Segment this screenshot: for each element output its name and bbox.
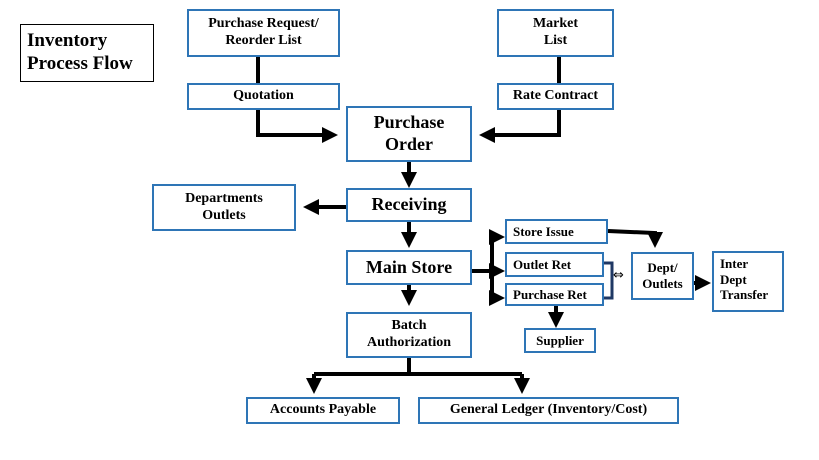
node-dept-outlets: Dept/ Outlets: [631, 252, 694, 300]
connector-storeissue-to-dept: [607, 229, 663, 248]
node-quotation: Quotation: [187, 83, 340, 110]
node-store-issue: Store Issue: [505, 219, 608, 244]
node-purchase-ret: Purchase Ret: [505, 283, 604, 306]
connector-rate-to-order: [479, 110, 561, 143]
node-outlet-ret: Outlet Ret: [505, 252, 604, 277]
node-market-list: Market List: [497, 9, 614, 57]
node-purchase-request: Purchase Request/ Reorder List: [187, 9, 340, 57]
node-main-store: Main Store: [346, 250, 472, 285]
node-rate-contract: Rate Contract: [497, 83, 614, 110]
node-general-ledger: General Ledger (Inventory/Cost): [418, 397, 679, 424]
node-accounts-payable: Accounts Payable: [246, 397, 400, 424]
node-supplier: Supplier: [524, 328, 596, 353]
connector-quotation-to-order: [256, 110, 338, 143]
node-inter-dept-transfer: Inter Dept Transfer: [712, 251, 784, 312]
node-departments-outlets: Departments Outlets: [152, 184, 296, 231]
node-purchase-order: Purchase Order: [346, 106, 472, 162]
node-batch-authorization: Batch Authorization: [346, 312, 472, 358]
diagram-title: Inventory Process Flow: [20, 24, 154, 82]
swap-arrow-icon: ⇔: [613, 268, 624, 283]
connector-outlet-bracket: [604, 261, 614, 300]
node-receiving: Receiving: [346, 188, 472, 222]
